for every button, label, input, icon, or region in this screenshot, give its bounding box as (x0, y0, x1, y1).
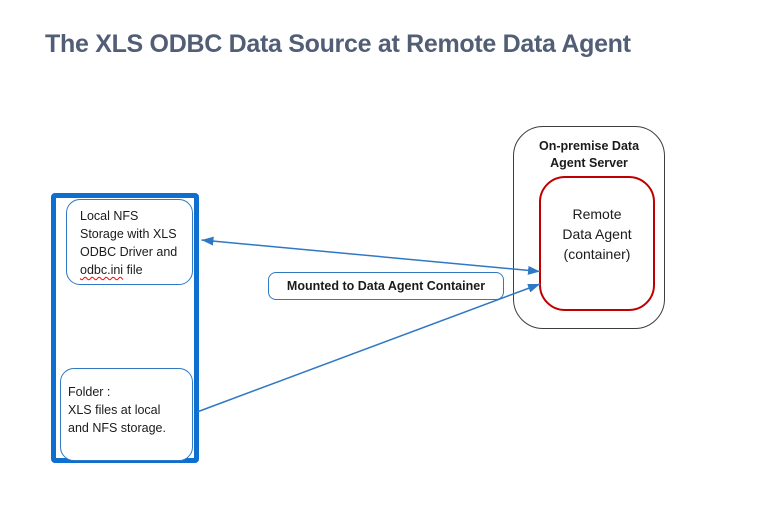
folder-box: Folder : XLS files at local and NFS stor… (60, 368, 193, 461)
onprem-server-label: On-premise Data Agent Server (538, 139, 640, 170)
arrow-nfs-to-agent (201, 236, 541, 275)
nfs-storage-text: Local NFS Storage with XLS ODBC Driver a… (80, 209, 178, 259)
page-title: The XLS ODBC Data Source at Remote Data … (45, 30, 631, 58)
nfs-storage-box: Local NFS Storage with XLS ODBC Driver a… (66, 199, 193, 285)
folder-box-text: Folder : XLS files at local and NFS stor… (68, 385, 166, 435)
remote-data-agent-label: Remote Data Agent (container) (562, 206, 632, 262)
mount-label-box: Mounted to Data Agent Container (268, 272, 504, 300)
mount-label-text: Mounted to Data Agent Container (286, 279, 486, 293)
onprem-server-box: On-premise Data Agent Server (513, 126, 665, 329)
odbc-ini-word: odbc.ini (80, 263, 124, 277)
arrow-folder-to-agent (196, 283, 541, 413)
nfs-storage-last-line: odbc.ini file (80, 261, 188, 279)
odbc-ini-suffix: file (123, 263, 143, 277)
remote-data-agent-box: Remote Data Agent (container) (539, 176, 655, 311)
